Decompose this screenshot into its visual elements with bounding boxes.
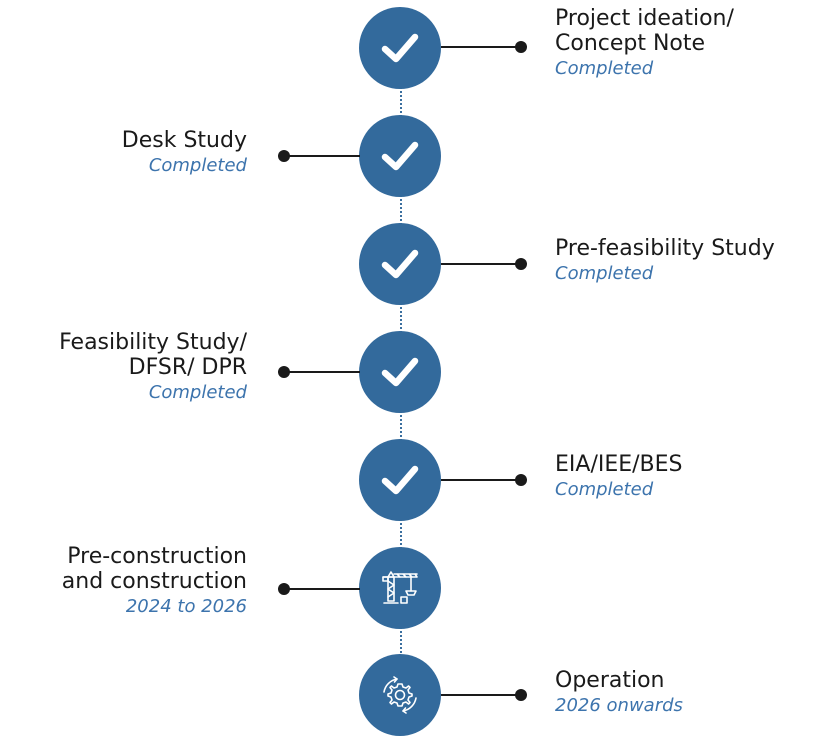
check-icon (381, 249, 419, 279)
stage-label: Desk Study Completed (122, 128, 247, 177)
connector-dot (278, 150, 290, 162)
stage-title: Feasibility Study/ DFSR/ DPR (59, 330, 247, 381)
stage-circle (359, 115, 441, 197)
connector-dot (515, 41, 527, 53)
stage-circle (359, 654, 441, 736)
connector-line (284, 155, 360, 157)
connector-line (284, 371, 360, 373)
stage-status: 2024 to 2026 (125, 596, 247, 618)
stage-title: Project ideation/ Concept Note (555, 6, 734, 57)
stage-status: Completed (555, 263, 654, 285)
stage-label: EIA/IEE/BES Completed (555, 452, 683, 501)
connector-line (441, 263, 521, 265)
stage-label: Project ideation/ Concept Note Completed (555, 6, 734, 80)
connector-dot (278, 583, 290, 595)
connector-dot (278, 366, 290, 378)
connector-dot (515, 474, 527, 486)
crane-icon (382, 571, 418, 604)
stage-title: Pre-feasibility Study (555, 236, 775, 261)
stage-circle (359, 223, 441, 305)
stage-title: EIA/IEE/BES (555, 452, 683, 477)
stage-label: Operation 2026 onwards (555, 668, 683, 717)
stage-status: Completed (555, 58, 654, 80)
stage-title: Pre-construction and construction (61, 544, 247, 595)
stage-title: Desk Study (121, 128, 247, 153)
gear-cycle-icon (383, 676, 417, 714)
check-icon (381, 141, 419, 171)
stage-circle (359, 547, 441, 629)
check-icon (381, 465, 419, 495)
stage-status: Completed (148, 155, 247, 177)
stage-circle (359, 439, 441, 521)
check-icon (381, 357, 419, 387)
stage-status: Completed (148, 382, 247, 404)
connector-dot (515, 689, 527, 701)
stage-status: 2026 onwards (555, 695, 683, 717)
connector-line (441, 694, 521, 696)
connector-dot (515, 258, 527, 270)
stage-label: Pre-feasibility Study Completed (555, 236, 775, 285)
check-icon (381, 33, 419, 63)
stage-label: Pre-construction and construction 2024 t… (62, 544, 247, 618)
stage-label: Feasibility Study/ DFSR/ DPR Completed (59, 330, 247, 404)
stage-circle (359, 7, 441, 89)
connector-line (441, 479, 521, 481)
connector-line (284, 588, 360, 590)
connector-line (441, 46, 521, 48)
stage-circle (359, 331, 441, 413)
stage-status: Completed (555, 479, 654, 501)
stage-title: Operation (555, 668, 665, 693)
